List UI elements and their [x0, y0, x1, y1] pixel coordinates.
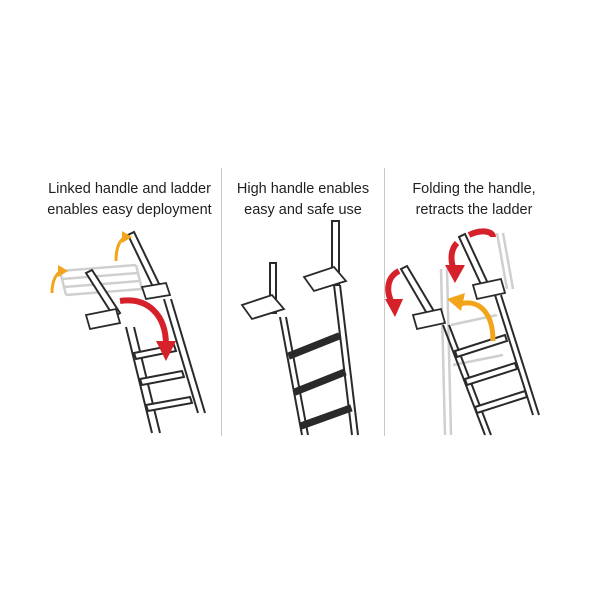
panel-caption: Folding the handle, retracts the ladder	[385, 179, 563, 221]
orange-arrowhead	[447, 293, 465, 311]
red-arrowhead-top	[445, 265, 465, 283]
ladder-steps	[453, 333, 529, 415]
hinge-brackets	[240, 265, 348, 321]
panel-folding-handle: Folding the handle, retracts the ladder	[385, 165, 563, 436]
ladder-illustration	[50, 230, 206, 434]
ladder-illustration	[385, 228, 540, 436]
orange-curved-arrow	[456, 300, 496, 342]
red-arrow-top	[467, 228, 496, 238]
red-curved-arrow	[119, 297, 169, 346]
ghost-ladder	[439, 232, 515, 436]
caption-line-2: enables easy deployment	[47, 202, 212, 218]
ladder-steps	[287, 332, 353, 430]
handle-posts	[269, 220, 340, 314]
ladder-steps	[132, 343, 194, 413]
panel-caption: High handle enables easy and safe use	[222, 179, 384, 221]
panel-linked-handle: Linked handle and ladder enables easy de…	[38, 165, 221, 435]
caption-line-2: retracts the ladder	[415, 202, 533, 218]
ladder-rails	[125, 298, 206, 434]
ladder-handle	[399, 232, 493, 319]
divider-left	[221, 168, 222, 436]
caption-line-2: easy and safe use	[244, 202, 362, 218]
ladder-illustration	[240, 220, 359, 436]
hinge-brackets	[84, 281, 172, 331]
red-arrowhead	[156, 341, 176, 361]
panel-caption: Linked handle and ladder enables easy de…	[38, 179, 221, 221]
caption-line-1: Linked handle and ladder	[48, 181, 211, 197]
caption-line-1: Folding the handle,	[412, 181, 536, 197]
hinge-brackets	[411, 277, 507, 331]
red-arrowhead-left	[385, 299, 403, 317]
orange-arrowhead-2	[58, 265, 68, 277]
panel-high-handle: High handle enables easy and safe use	[222, 165, 384, 436]
divider-right	[384, 168, 385, 436]
caption-line-1: High handle enables	[236, 181, 370, 197]
orange-arrowhead-1	[122, 231, 132, 243]
